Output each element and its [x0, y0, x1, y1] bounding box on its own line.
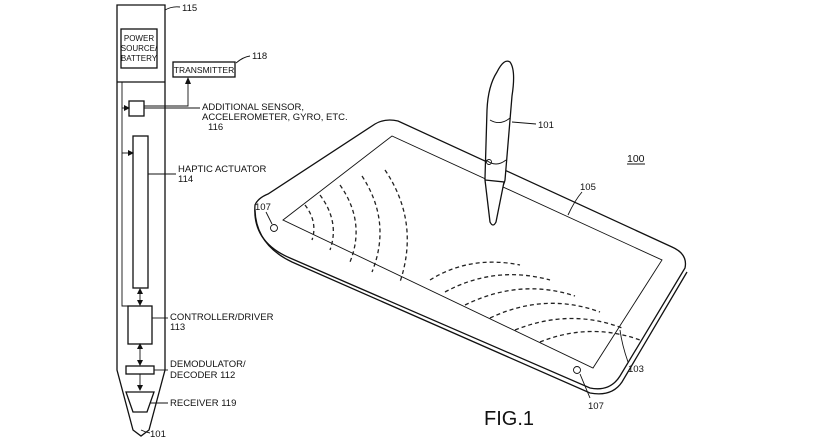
stylus-button	[486, 159, 492, 165]
stylus-band-2	[485, 159, 507, 165]
receiver-label: RECEIVER 119	[170, 398, 236, 409]
arrow-sensor-icon	[124, 105, 130, 111]
stylus-outline	[116, 4, 166, 437]
ref-103: 103	[628, 364, 644, 375]
arrow-down-2-icon	[137, 360, 143, 366]
tablet-screen	[282, 135, 663, 369]
leader-107-right	[579, 373, 591, 399]
sensor-to-transmitter-link	[144, 82, 189, 107]
figure-label: FIG.1	[484, 408, 534, 430]
ref-113: 113	[170, 322, 185, 333]
receiver-box	[125, 391, 155, 413]
wave-right-5	[514, 317, 623, 331]
stylus-tip	[484, 179, 505, 226]
controller-label: CONTROLLER/DRIVER	[170, 312, 274, 323]
leader-107-left	[265, 211, 273, 225]
haptic-label: HAPTIC ACTUATOR	[178, 164, 266, 175]
tablet-body-outline	[254, 119, 687, 390]
ref-101-stylus: 101	[538, 120, 554, 131]
haptic-waves-right	[429, 261, 641, 343]
haptic-waves-left	[304, 169, 408, 283]
transmitter-box	[172, 61, 236, 78]
ref-114: 114	[178, 174, 193, 185]
power-bus-line	[121, 82, 128, 307]
transmitter-label: TRANSMITTER	[174, 65, 234, 75]
controller-driver-box	[127, 305, 153, 345]
sensor-label-1: ADDITIONAL SENSOR,	[202, 102, 304, 113]
tablet-illustration: 107 107 101	[254, 60, 688, 412]
leader-118	[235, 55, 251, 64]
stylus-body	[484, 60, 515, 191]
arrow-down-3-icon	[137, 385, 143, 391]
haptic-actuator-box	[132, 135, 149, 289]
leader-101-tip	[140, 429, 151, 434]
demod-label-1: DEMODULATOR/	[170, 359, 246, 370]
power-source-label-1: POWER	[124, 34, 154, 43]
sensor-dot-right	[573, 366, 581, 374]
power-source-label-3: BATTERY	[121, 54, 158, 63]
stylus-illustration: 101	[484, 60, 554, 226]
arrow-to-transmitter-icon	[185, 77, 191, 84]
power-source-box	[120, 28, 158, 69]
wave-left-2	[319, 194, 334, 251]
demod-label-2: DECODER 112	[170, 370, 235, 381]
arrow-haptic-icon	[128, 150, 134, 156]
additional-sensor-box	[128, 100, 145, 117]
leader-103	[619, 329, 629, 363]
ref-100: 100	[627, 153, 645, 165]
ref-115: 115	[182, 3, 197, 14]
ref-116: 116	[208, 122, 223, 133]
arrow-down-icon	[137, 300, 143, 306]
wave-right-3	[464, 288, 576, 306]
ref-101-tip: 101	[150, 429, 166, 440]
power-source-label-2: SOURCE/	[121, 44, 158, 53]
wave-left-3	[339, 184, 357, 263]
ref-118: 118	[252, 51, 267, 62]
sensor-label-2: ACCELEROMETER, GYRO, ETC.	[202, 112, 348, 123]
wave-right-6	[539, 330, 641, 343]
leader-105	[567, 191, 583, 216]
ref-105: 105	[580, 182, 596, 193]
stylus-band	[489, 117, 511, 123]
arrow-up-2-icon	[137, 343, 143, 349]
wave-left-1	[304, 204, 315, 241]
arrow-up-icon	[137, 288, 143, 294]
stylus-block-diagram: 115 POWER SOURCE/ BATTERY TRANSMITTER 11…	[116, 3, 348, 440]
ref-107-right: 107	[588, 401, 604, 412]
wave-right-1	[429, 261, 521, 281]
wave-right-4	[489, 302, 601, 319]
sensor-dot-left	[270, 224, 278, 232]
leader-101	[511, 121, 537, 125]
leader-115	[164, 6, 181, 11]
wave-left-5	[384, 169, 408, 283]
wave-left-4	[361, 175, 381, 273]
demodulator-box	[125, 365, 155, 375]
ref-107-left: 107	[255, 202, 271, 213]
tablet-edge	[254, 209, 688, 395]
